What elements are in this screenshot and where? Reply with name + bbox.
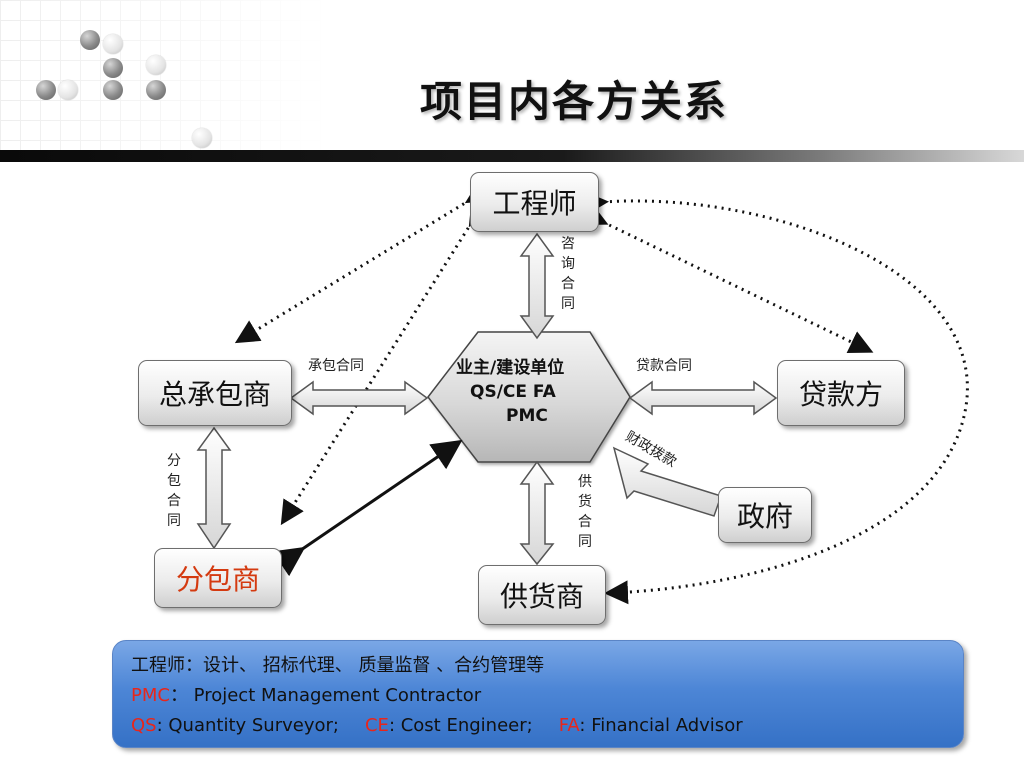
owner-title: 业主/建设单位: [456, 358, 565, 378]
dotted-engineer-gc: [234, 180, 492, 344]
arrow-owner-supplier: [519, 460, 555, 566]
dot-icon: [192, 128, 212, 148]
legend-pmc-line: PMC： Project Management Contractor: [131, 681, 963, 711]
legend-fa-text: : Financial Advisor: [579, 715, 743, 736]
dotted-engineer-lender: [581, 203, 874, 353]
owner-label: 业主/建设单位 QS/CE FA PMC: [428, 356, 628, 428]
page-title: 项目内各方关系: [420, 77, 729, 126]
legend-qs-text: : Quantity Surveyor;: [156, 715, 339, 736]
dot-icon: [103, 58, 123, 78]
solid-owner-sub: [272, 439, 463, 577]
lender-node: 贷款方: [777, 360, 905, 426]
owner-roles: QS/CE FA: [470, 382, 556, 402]
subcontract-label: 分包合同: [167, 453, 181, 529]
dotted-engineer-sub: [280, 200, 492, 526]
dot-icon: [146, 80, 166, 100]
arrow-gov-owner: [612, 446, 722, 517]
legend-pmc-text: ： Project Management Contractor: [169, 685, 482, 706]
dotted-engineer-supplier: [584, 191, 969, 605]
loan-contract-label: 贷款合同: [636, 358, 692, 374]
owner-pmc: PMC: [506, 406, 548, 426]
legend-pmc-abbr: PMC: [131, 685, 170, 706]
legend-qs-abbr: QS: [131, 715, 157, 736]
dot-icon: [58, 80, 78, 100]
engineer-node: 工程师: [470, 172, 599, 232]
title-divider: [0, 150, 1024, 162]
legend-ce-abbr: CE: [364, 715, 389, 736]
supplier-node: 供货商: [478, 565, 606, 625]
arrow-gc-owner: [289, 380, 429, 416]
supply-contract-label: 供货合同: [578, 474, 592, 550]
dot-icon: [80, 30, 100, 50]
dot-icon: [36, 80, 56, 100]
arrow-gc-sub: [196, 426, 232, 550]
government-node: 政府: [718, 487, 812, 543]
consulting-contract-label: 咨询合同: [561, 236, 575, 312]
legend-fa-abbr: FA: [558, 715, 580, 736]
dot-icon: [146, 55, 166, 75]
legend-box: 工程师：设计、 招标代理、 质量监督 、合约管理等 PMC： Project M…: [112, 640, 964, 748]
arrow-engineer-owner: [519, 232, 555, 340]
header-grid-pattern: [0, 0, 330, 150]
general-contractor-node: 总承包商: [138, 360, 292, 426]
arrow-owner-lender: [628, 380, 778, 416]
legend-engineer-line: 工程师：设计、 招标代理、 质量监督 、合约管理等: [131, 655, 545, 676]
legend-abbr-line: QS: Quantity Surveyor; CE: Cost Engineer;…: [131, 711, 963, 741]
contracting-contract-label: 承包合同: [308, 358, 364, 374]
subcontractor-node: 分包商: [154, 548, 282, 608]
dot-icon: [103, 34, 123, 54]
legend-ce-text: : Cost Engineer;: [388, 715, 533, 736]
dot-icon: [103, 80, 123, 100]
